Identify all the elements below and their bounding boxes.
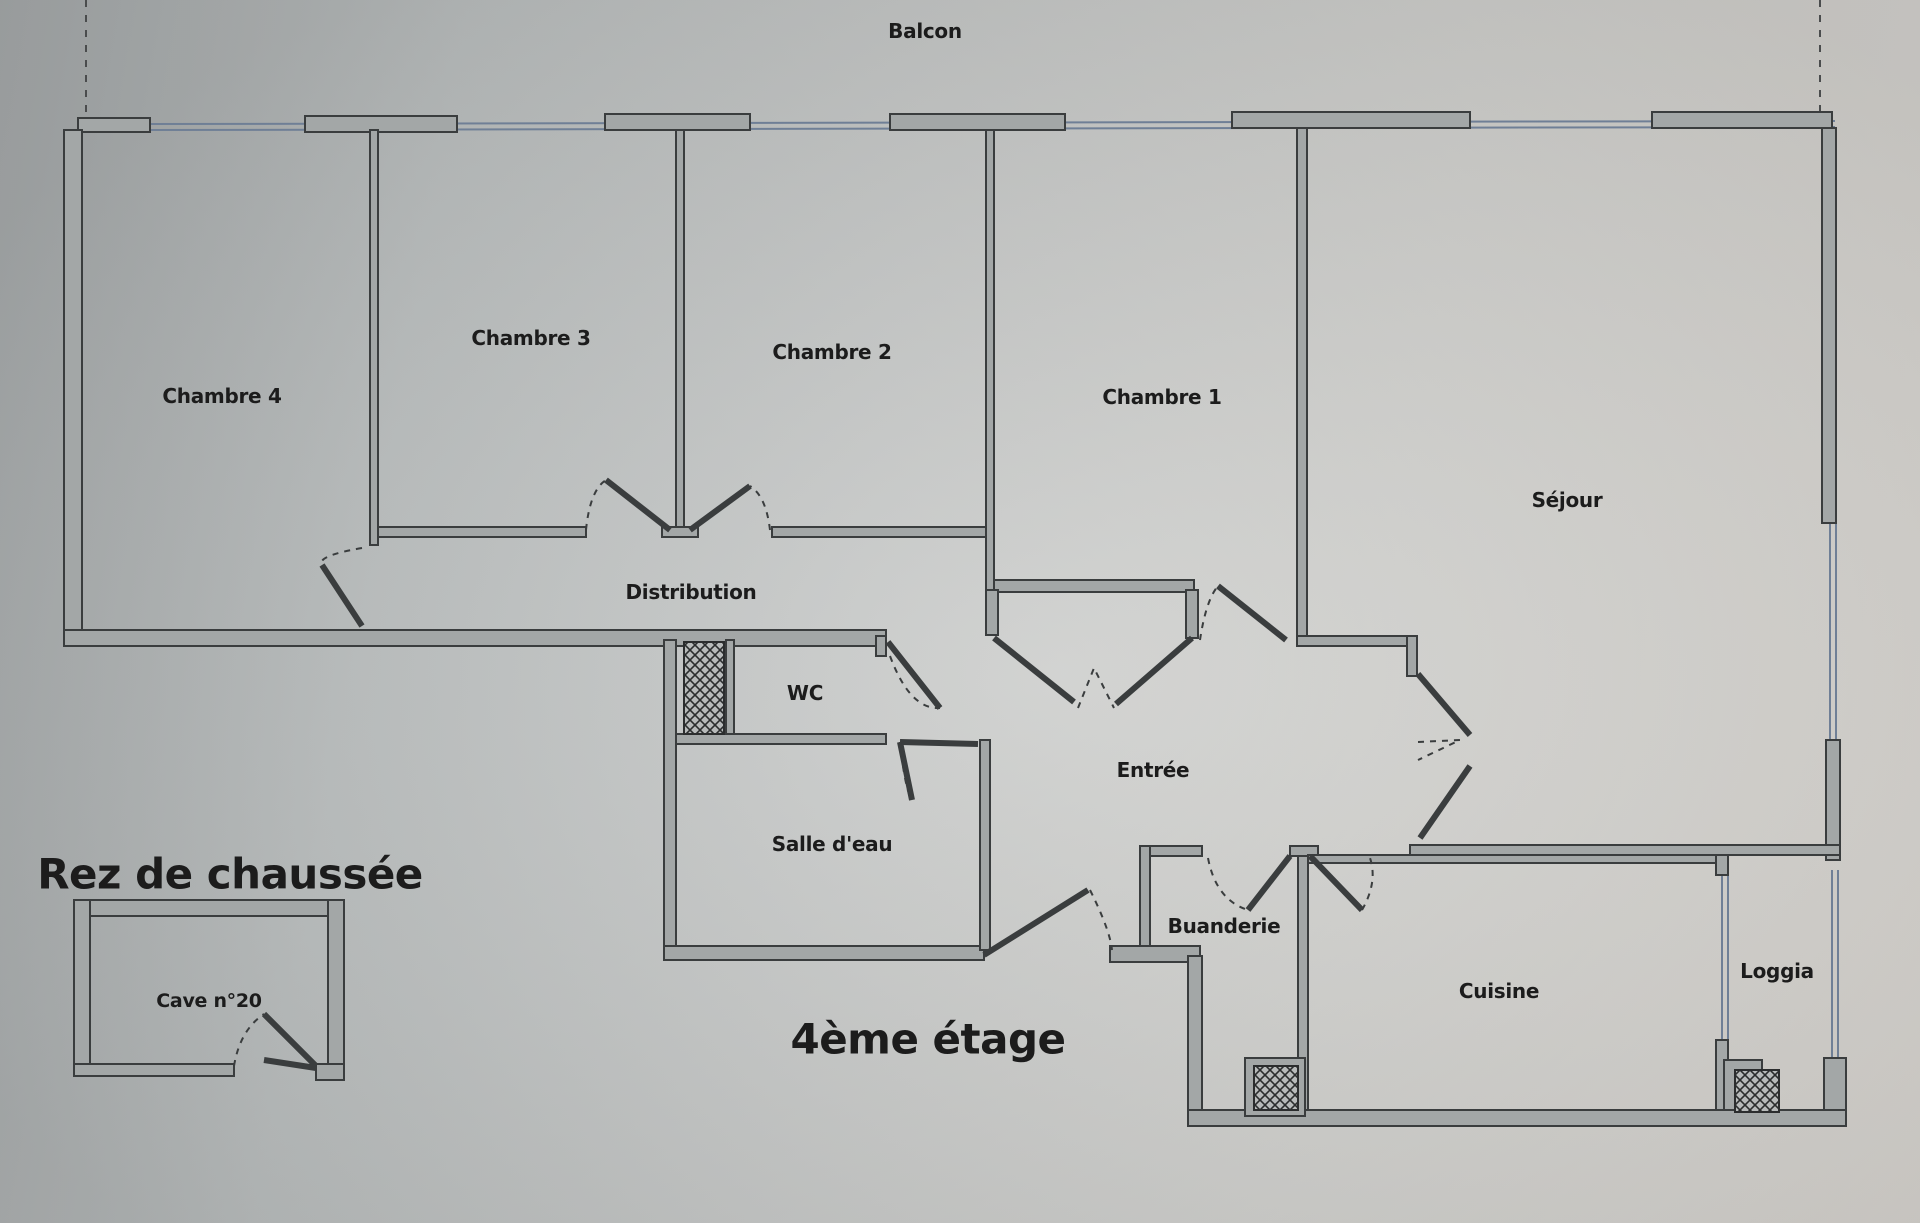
floor-title: 4ème étage bbox=[790, 1014, 1066, 1064]
room-buanderie: Buanderie bbox=[1167, 914, 1281, 938]
room-loggia: Loggia bbox=[1740, 959, 1814, 983]
room-distribution: Distribution bbox=[625, 580, 757, 604]
room-salle-d-eau: Salle d'eau bbox=[771, 832, 893, 856]
room-cuisine: Cuisine bbox=[1458, 979, 1540, 1003]
doors bbox=[233, 477, 1473, 1071]
room-cave: Cave n°20 bbox=[156, 990, 262, 1012]
room-chambre-3: Chambre 3 bbox=[471, 326, 591, 350]
room-wc: WC bbox=[786, 681, 824, 705]
balcony-boundary bbox=[85, 0, 1821, 118]
room-entree: Entrée bbox=[1116, 758, 1190, 782]
ground-floor-title: Rez de chaussée bbox=[37, 849, 423, 899]
room-chambre-2: Chambre 2 bbox=[772, 340, 892, 364]
room-chambre-4: Chambre 4 bbox=[162, 384, 282, 408]
technical-ducts bbox=[683, 641, 1780, 1113]
room-chambre-1: Chambre 1 bbox=[1102, 385, 1222, 409]
room-sejour: Séjour bbox=[1531, 488, 1603, 512]
balcony-label: Balcon bbox=[888, 19, 962, 43]
walls bbox=[63, 111, 1847, 1127]
